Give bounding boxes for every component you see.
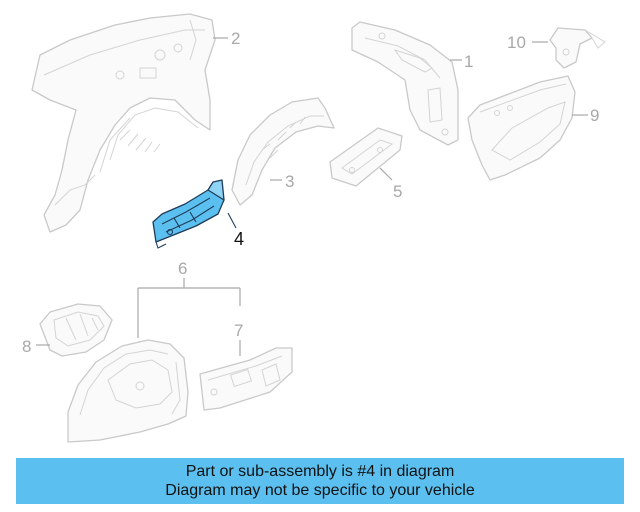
callout-2-label: 2: [231, 29, 240, 48]
callout-10-label: 10: [507, 33, 526, 52]
callout-4-leader: [227, 212, 237, 229]
part-1-pillar-inner[interactable]: [351, 21, 459, 146]
callout-8-label: 8: [22, 337, 31, 356]
callout-5-label: 5: [393, 182, 402, 201]
part-4-highlighted-bracket[interactable]: [152, 179, 225, 249]
callout-1-label: 1: [464, 52, 473, 71]
parts-diagram: 2 1 10 9 3 5: [22, 13, 606, 443]
callout-5-leader: [379, 167, 393, 181]
part-7-inner-rail[interactable]: [199, 347, 293, 411]
callout-9-label: 9: [590, 106, 599, 125]
part-4-rib-detail: [161, 197, 215, 233]
part-4-top-lip: [207, 179, 225, 201]
callout-7-label: 7: [234, 321, 243, 340]
part-3-wheelhouse-outer[interactable]: [231, 97, 335, 206]
banner-line-disclaimer: Diagram may not be specific to your vehi…: [165, 482, 475, 499]
part-5-bracket[interactable]: [329, 127, 403, 187]
part-6-wheelhouse-assembly[interactable]: [67, 339, 189, 443]
part-4-flange: [155, 241, 167, 249]
callout-6-label: 6: [178, 259, 187, 278]
part-4-hole: [166, 228, 174, 236]
callout-4-label: 4: [234, 229, 244, 249]
part-2-quarter-inner-panel[interactable]: [31, 13, 216, 233]
callout-6-leader: [137, 278, 241, 338]
info-banner: Part or sub-assembly is #4 in diagram Di…: [16, 458, 624, 504]
part-9-rear-panel[interactable]: [467, 75, 576, 181]
part-8-reinforcement[interactable]: [39, 303, 113, 357]
banner-line-part-number: Part or sub-assembly is #4 in diagram: [185, 463, 455, 480]
part-10-bracket[interactable]: [549, 27, 606, 69]
callout-3-label: 3: [285, 172, 294, 191]
